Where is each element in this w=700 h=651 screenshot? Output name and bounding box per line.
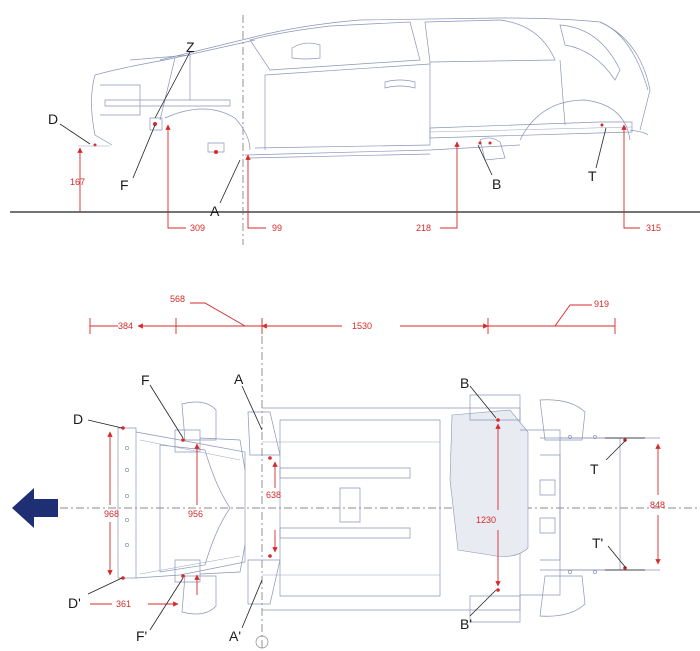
length-568-label: 568 xyxy=(170,294,185,304)
plan-point-f-prime: F' xyxy=(136,628,147,644)
side-height-dims xyxy=(77,124,640,229)
underbody-structure xyxy=(117,394,660,623)
car-body-outline xyxy=(78,17,651,161)
length-919-label: 919 xyxy=(594,299,609,309)
measurement-dots xyxy=(121,418,627,592)
plan-point-b: B xyxy=(460,375,469,391)
plan-point-leaders xyxy=(87,384,645,631)
height-f-label: 309 xyxy=(190,223,205,233)
width-956-label: 956 xyxy=(188,509,203,519)
width-968-label: 968 xyxy=(104,509,119,519)
point-t: T xyxy=(588,168,597,184)
length-638-label: 638 xyxy=(266,490,281,500)
length-384-label: 384 xyxy=(118,321,133,331)
length-1530-label: 1530 xyxy=(352,321,372,331)
forward-arrow-icon xyxy=(12,488,58,528)
height-b-label: 218 xyxy=(416,223,431,233)
point-f: F xyxy=(120,177,129,193)
plan-point-t: T xyxy=(590,461,599,477)
width-848-label: 848 xyxy=(650,500,665,510)
plan-point-d-prime: D' xyxy=(68,595,81,611)
height-t-label: 315 xyxy=(646,223,661,233)
length-dims xyxy=(89,302,616,334)
width-1230-label: 1230 xyxy=(476,515,496,525)
plan-point-f: F xyxy=(141,372,150,388)
point-z: Z xyxy=(186,39,195,55)
height-a-label: 99 xyxy=(272,223,282,233)
point-b: B xyxy=(492,176,501,192)
height-d-label: 167 xyxy=(70,177,85,187)
length-361-label: 361 xyxy=(116,599,131,609)
point-a: A xyxy=(210,203,220,219)
width-dims xyxy=(90,423,661,607)
plan-point-t-prime: T' xyxy=(592,535,603,551)
plan-point-a-prime: A' xyxy=(229,628,241,644)
side-view: 167 309 99 218 315 Z D F A B T xyxy=(10,15,700,245)
plan-view: 568 384 1530 919 xyxy=(12,294,700,649)
plan-point-d: D xyxy=(73,411,83,427)
point-d: D xyxy=(48,111,58,127)
plan-point-a: A xyxy=(234,371,244,387)
side-point-leaders xyxy=(59,51,607,204)
plan-point-b-prime: B' xyxy=(460,616,472,632)
